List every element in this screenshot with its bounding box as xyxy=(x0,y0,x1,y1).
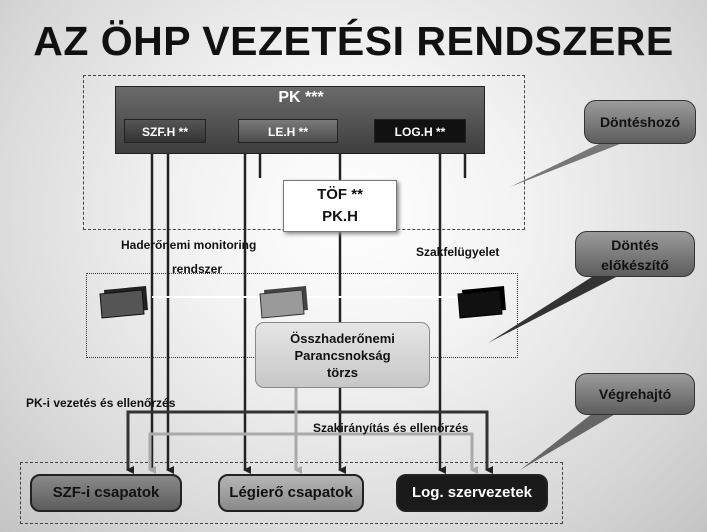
executor-frame xyxy=(20,462,563,524)
monitor-icon xyxy=(99,286,148,319)
ohp-line2: Parancsnokság xyxy=(294,348,391,363)
log-units-box: Log. szervezetek xyxy=(396,474,548,512)
vegrehajto-pointer xyxy=(520,413,617,470)
donteshozo-pointer xyxy=(510,142,625,187)
diagram-title: AZ ÖHP VEZETÉSI RENDSZERE xyxy=(33,18,674,64)
pk-control-left xyxy=(126,410,340,474)
szf-units-box: SZF-i csapatok xyxy=(30,474,182,512)
tof-line2: PK.H xyxy=(322,208,358,225)
ohp-line1: Összhaderőnemi xyxy=(290,331,395,346)
dontes-elokeszito-line2: előkészítő xyxy=(601,257,669,273)
szakiranyitas-label: Szakirányítás és ellenőrzés xyxy=(313,421,469,435)
air-force-units-box: Légierő csapatok xyxy=(218,474,364,512)
dontes-elokeszito-box: Döntés előkészítő xyxy=(575,231,695,277)
tof-line1: TÖF ** xyxy=(317,186,363,203)
ohp-line3: törzs xyxy=(326,365,359,380)
monitoring-label: Haderőnemi monitoring xyxy=(121,238,257,252)
szfh-box: SZF.H ** xyxy=(124,119,206,143)
tof-box: TÖF ** PK.H xyxy=(283,180,397,232)
prof-control-right xyxy=(296,432,478,474)
dontes-elokeszito-line1: Döntés xyxy=(611,237,659,253)
leh-box: LE.H ** xyxy=(238,119,338,143)
vegrehajto-box: Végrehajtó xyxy=(575,373,695,415)
dontes-elokeszito-pointer xyxy=(488,275,620,343)
prof-control-left xyxy=(148,388,298,474)
pk-vezetes-label: PK-i vezetés és ellenőrzés xyxy=(26,396,176,410)
logh-box: LOG.H ** xyxy=(374,119,466,143)
donteshozo-box: Döntéshozó xyxy=(584,100,696,144)
monitor-icon xyxy=(259,286,308,319)
monitor-icon xyxy=(457,286,506,319)
ohp-staff-box: Összhaderőnemi Parancsnokság törzs xyxy=(255,322,430,388)
szakfelugyelet-label: Szakfelügyelet xyxy=(416,245,500,259)
monitoring-label-2: rendszer xyxy=(172,262,223,276)
pk-control-right xyxy=(340,410,493,474)
pk-label: PK *** xyxy=(278,89,324,106)
pk-box: PK *** SZF.H ** LE.H ** LOG.H ** xyxy=(115,86,485,154)
